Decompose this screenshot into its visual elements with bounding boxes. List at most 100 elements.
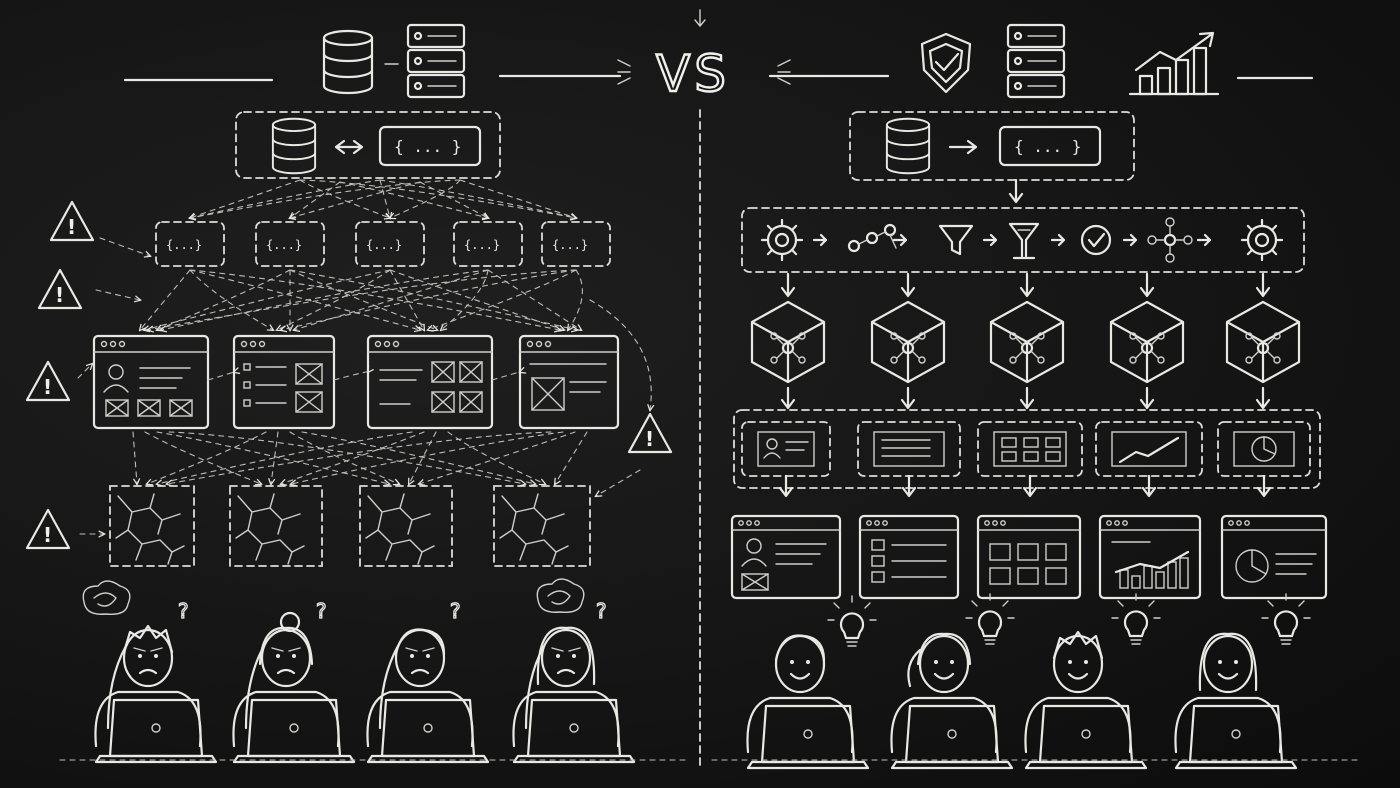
happy-developers (746, 592, 1312, 770)
tangled-arrow (156, 431, 389, 484)
widgets-box (733, 409, 1321, 489)
widgets (741, 421, 1311, 498)
right-screens (730, 514, 1328, 600)
list-card (857, 421, 961, 498)
warning-icon: ! (37, 268, 140, 310)
database-icon (322, 29, 374, 95)
frustrated-developer: ? (366, 598, 490, 764)
tangled-arrow (299, 179, 390, 218)
warning-mark: ! (43, 523, 52, 547)
tangled-arrow (168, 431, 525, 484)
warning-mark: ! (43, 375, 52, 399)
dashboard-screen (1098, 514, 1202, 600)
happy-developer (1174, 632, 1298, 770)
warning-mark: ! (55, 283, 64, 307)
object-node-label: {...} (464, 238, 500, 252)
check-icon (1080, 224, 1112, 256)
warning-icon: ! (49, 200, 150, 256)
warning-icon: ! (25, 360, 92, 402)
tangled-arrow (291, 431, 564, 484)
pie-card (1217, 421, 1311, 498)
question-mark: ? (450, 599, 461, 623)
broken-tile (359, 485, 453, 567)
screen-window (518, 334, 620, 430)
tangled-arrow (459, 179, 576, 218)
object-node-label: {...} (166, 238, 202, 252)
tangled-arrow (299, 179, 576, 218)
happy-developer (890, 632, 1014, 770)
tangled-arrow (379, 179, 576, 218)
object-node: {...} (255, 221, 325, 267)
object-node: {...} (453, 221, 523, 267)
grid-card (977, 421, 1083, 498)
tangled-arrows-top (140, 179, 583, 330)
filter-icon (1008, 222, 1040, 260)
server-icon-right (1006, 23, 1066, 99)
frustrated-developer: ? (512, 598, 636, 764)
shield-icon (920, 32, 972, 94)
processing-cube (750, 272, 826, 410)
left-source-box: { ... } (235, 111, 501, 179)
dashboard-screen (858, 514, 960, 600)
tangled-arrow (409, 431, 437, 484)
tangled-arrow (190, 179, 301, 218)
broken-tile (109, 485, 195, 567)
tangled-arrow (491, 372, 520, 381)
tangled-arrow (148, 269, 577, 330)
object-node-label: {...} (552, 238, 588, 252)
tangled-arrow (428, 269, 577, 330)
processing-cube (1109, 272, 1185, 410)
arrow-down (1008, 178, 1024, 204)
tangled-arrow (290, 181, 421, 218)
warning-mark: ! (645, 427, 654, 451)
stress-cloud (536, 578, 585, 613)
tangled-arrow (389, 269, 564, 330)
nodes-icon (847, 223, 897, 253)
frustrated-developer: ? (232, 598, 356, 764)
question-mark: ? (596, 599, 607, 623)
happy-developer (1024, 630, 1148, 770)
tangled-arrow (132, 431, 137, 484)
gear-icon (1240, 218, 1284, 262)
funnel-icon (938, 224, 974, 256)
tangled-arrow (147, 431, 267, 484)
right-source-box: { ... } (849, 111, 1135, 181)
question-mark: ? (178, 599, 189, 623)
flow-arrow (1196, 233, 1212, 247)
tangled-arrow (389, 269, 424, 330)
tangled-arrow (144, 431, 261, 484)
warning-icon: ! (25, 508, 104, 550)
object-node-label: {...} (266, 238, 302, 252)
flow-arrow (1122, 233, 1138, 247)
tangled-arrow (294, 269, 489, 330)
data-object-label-right: { ... } (1014, 137, 1081, 156)
lightbulb-icon (826, 594, 878, 648)
tangled-arrow (339, 181, 488, 218)
top-arrow (694, 9, 706, 28)
screen-window (366, 334, 494, 430)
object-node: {...} (155, 221, 225, 267)
left-screens (92, 334, 620, 430)
lightbulb-icon (1110, 592, 1162, 646)
network-icon (1147, 217, 1193, 263)
object-node-label: {...} (366, 238, 402, 252)
tangled-arrow (167, 431, 552, 484)
tangled-arrow (419, 181, 488, 218)
tangled-arrow (419, 431, 576, 484)
arrow-icon (948, 139, 978, 155)
tangled-arrow (289, 431, 399, 484)
vs-label: VS (656, 45, 730, 103)
tangled-arrow (589, 299, 651, 410)
vs-heading: VS (617, 44, 791, 104)
growth-chart-icon (1128, 31, 1220, 96)
tangled-arrow (157, 269, 291, 330)
tangled-arrow (301, 431, 535, 484)
tangled-arrow (189, 269, 273, 330)
chart-card (1095, 421, 1203, 498)
pipeline-steps (760, 217, 1284, 263)
tangled-arrow (290, 181, 341, 218)
processing-cube (1225, 272, 1301, 410)
flow-arrow (812, 233, 828, 247)
